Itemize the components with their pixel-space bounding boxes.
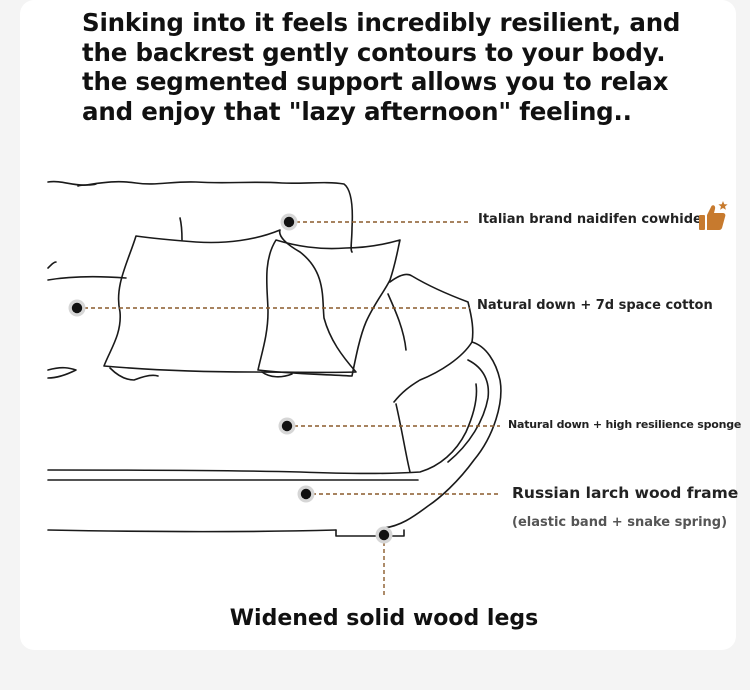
sofa-leg [335,529,405,537]
left-pillow [103,229,357,374]
headline: Sinking into it feels incredibly resilie… [82,8,722,126]
headline-line-4: and enjoy that "lazy afternoon" feeling.… [82,96,632,126]
headline-line-3: the segmented support allows you to rela… [82,67,669,96]
content-card [20,0,736,650]
backrest-outline [47,180,354,253]
right-pillow [257,239,401,377]
headline-line-1: Sinking into it feels incredibly resilie… [82,8,681,37]
sofa-base [47,529,337,533]
callout-legs: Widened solid wood legs [229,606,539,631]
seat-cushion [47,383,478,475]
armrest [389,273,474,403]
callout-frame-detail: (elastic band + snake spring) [512,515,728,530]
callout-pillow-fill: Natural down + 7d space cotton [477,298,713,313]
callout-frame: Russian larch wood frame [512,484,739,502]
headline-line-2: the backrest gently contours to your bod… [82,37,666,67]
thumbs-up-star-icon [699,201,728,230]
callout-cowhide: Italian brand naidifen cowhide [478,212,702,227]
callout-seat-fill: Natural down + high resilience sponge [508,418,742,431]
callout-markers [68,213,393,544]
